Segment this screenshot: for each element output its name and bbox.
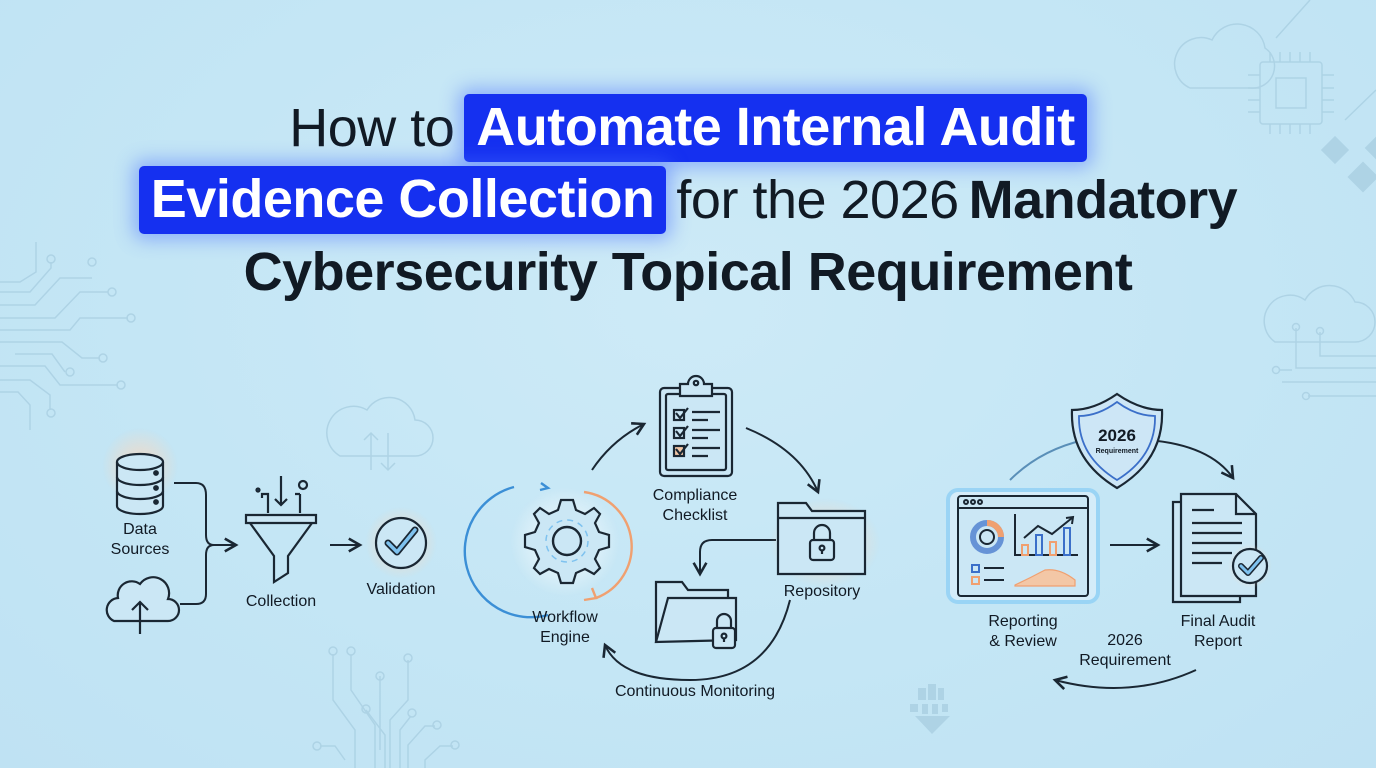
compliance-label-line2: Checklist xyxy=(662,507,728,524)
title-line-3: Cybersecurity Topical Requirement xyxy=(0,236,1376,308)
continuous-monitoring-label: Continuous Monitoring xyxy=(614,683,776,700)
database-icon xyxy=(102,428,178,516)
reporting-label-line1: Reporting xyxy=(988,613,1058,630)
data-sources-label-line1: Data xyxy=(123,521,157,538)
collection-label: Collection xyxy=(245,593,317,610)
open-locked-folder-icon xyxy=(654,580,738,650)
workflow-label-line2: Engine xyxy=(540,629,590,646)
check-circle-icon xyxy=(365,507,437,579)
title-plain-2026: for the 2026 xyxy=(676,170,959,230)
data-sources-label-line2: Sources xyxy=(110,541,170,558)
requirement-label-line1: 2026 xyxy=(1107,632,1143,649)
gear-icon xyxy=(463,482,633,619)
repository-label: Repository xyxy=(783,583,861,600)
final-audit-report-label: Final Audit Report xyxy=(1168,612,1268,652)
title-line-2: Evidence Collection for the 2026 Mandato… xyxy=(0,164,1376,236)
reporting-review-label: Reporting & Review xyxy=(978,612,1068,652)
title-bold-cybersecurity: Cybersecurity Topical Requirement xyxy=(243,242,1133,302)
reporting-label-line2: & Review xyxy=(989,633,1057,650)
title-highlight-evidence: Evidence Collection xyxy=(138,166,667,234)
title-highlight-automate: Automate Internal Audit xyxy=(464,94,1087,162)
workflow-engine-label: Workflow Engine xyxy=(520,608,610,648)
final-label-line2: Report xyxy=(1193,633,1243,650)
locked-folder-icon xyxy=(770,498,880,588)
requirement-label-line2: Requirement xyxy=(1079,652,1171,669)
document-check-icon xyxy=(1171,492,1272,604)
shield-year: 2026 xyxy=(1098,426,1136,445)
title-bold-mandatory: Mandatory xyxy=(968,170,1238,230)
final-label-line1: Final Audit xyxy=(1180,613,1256,630)
compliance-label-line1: Compliance xyxy=(652,487,738,504)
clipboard-checklist-icon xyxy=(658,374,734,478)
data-sources-label: Data Sources xyxy=(108,520,172,560)
shield-icon: 2026 Requirement xyxy=(1070,392,1164,490)
shield-caption: Requirement xyxy=(1096,448,1139,455)
page-title: How to Automate Internal Audit Evidence … xyxy=(0,92,1376,308)
title-line-1: How to Automate Internal Audit xyxy=(0,92,1376,164)
requirement-2026-label: 2026 Requirement xyxy=(1070,631,1180,671)
compliance-checklist-label: Compliance Checklist xyxy=(640,486,750,526)
cloud-upload-icon xyxy=(105,576,181,634)
validation-label: Validation xyxy=(366,581,436,598)
workflow-label-line1: Workflow xyxy=(532,609,598,626)
dashboard-icon xyxy=(946,488,1100,604)
title-plain-how-to: How to xyxy=(289,98,455,158)
funnel-icon xyxy=(244,476,318,585)
